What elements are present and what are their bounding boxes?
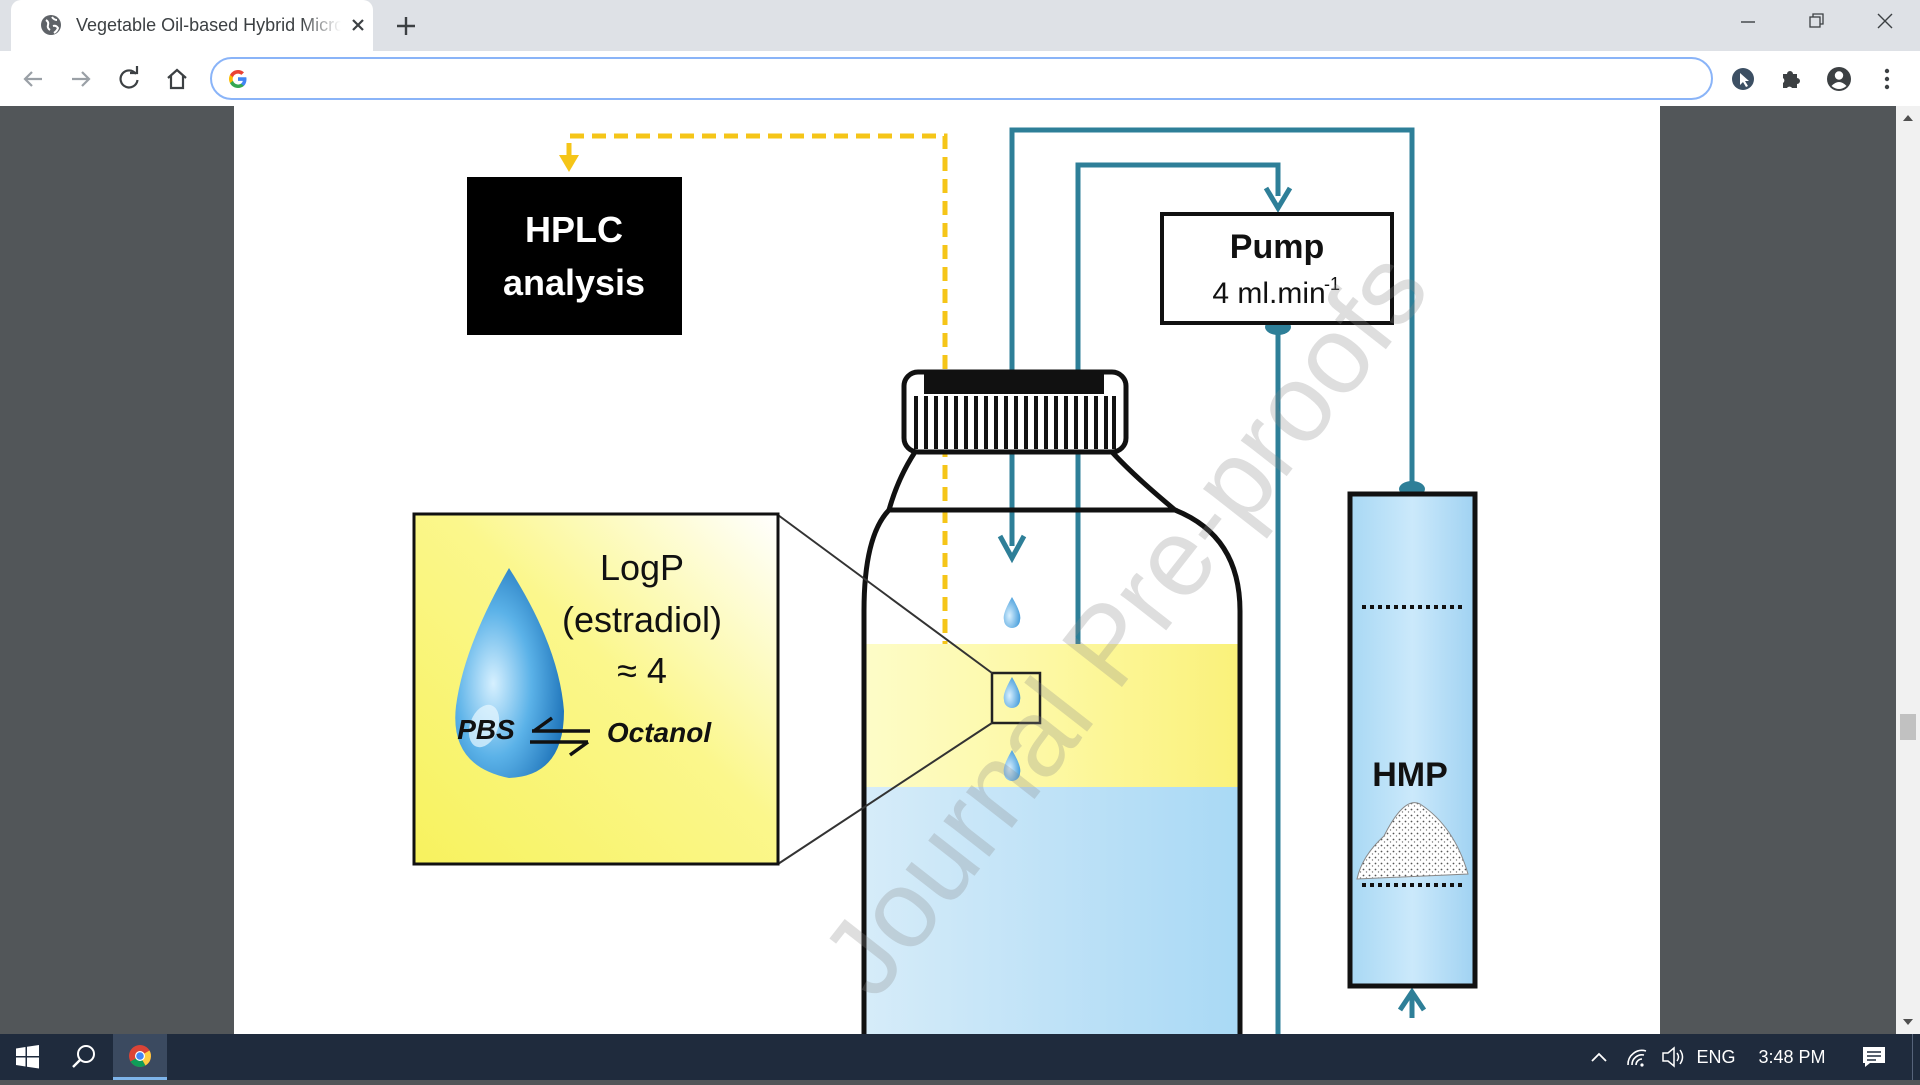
google-g-icon <box>229 70 247 88</box>
document-viewer[interactable]: HPLC analysis Pump 4 ml.min -1 <box>0 106 1896 1034</box>
column-inlet-arrow <box>1397 987 1427 1012</box>
wifi-icon[interactable] <box>1622 1034 1652 1080</box>
flow-circuit <box>1009 127 1415 1034</box>
windows-start-icon[interactable] <box>0 1034 54 1080</box>
bottle <box>861 369 1243 1034</box>
document-page: HPLC analysis Pump 4 ml.min -1 <box>234 106 1660 1034</box>
minimize-icon[interactable] <box>1720 6 1776 40</box>
drop-3 <box>1003 750 1021 781</box>
title-bar: Vegetable Oil-based Hybrid Microparticle… <box>0 0 1920 51</box>
sampling-line <box>566 133 948 699</box>
account-icon[interactable] <box>1824 64 1854 94</box>
browser-tab[interactable]: Vegetable Oil-based Hybrid Microparticle… <box>11 0 373 51</box>
pump-rate: 4 ml.min <box>1212 277 1325 310</box>
hplc-box <box>467 177 682 335</box>
pump-inlet-arrow <box>1263 186 1293 213</box>
chevron-up-icon[interactable] <box>1584 1034 1614 1080</box>
plus-icon[interactable] <box>392 12 420 40</box>
hplc-label: HPLC <box>525 209 623 250</box>
speaker-icon[interactable] <box>1658 1034 1688 1080</box>
taskbar: ENG 3:48 PM <box>0 1034 1920 1080</box>
vertical-scrollbar[interactable] <box>1896 106 1920 1034</box>
clock[interactable]: 3:48 PM <box>1758 1047 1826 1067</box>
pump-label: Pump <box>1230 228 1324 266</box>
language-indicator[interactable]: ENG <box>1696 1047 1736 1067</box>
browser-toolbar <box>0 51 1920 107</box>
experimental-setup-figure: HPLC analysis Pump 4 ml.min -1 <box>412 127 1478 1034</box>
puzzle-extensions-icon[interactable] <box>1776 64 1806 94</box>
hmp-column <box>1347 491 1478 989</box>
globe-icon <box>41 15 61 35</box>
logp-label: LogP <box>600 547 684 588</box>
hmp-label: HMP <box>1372 756 1448 794</box>
octanol-layer <box>864 644 1240 787</box>
tab-title: Vegetable Oil-based Hybrid Microparticle… <box>76 15 341 35</box>
kebab-menu-icon[interactable] <box>1872 64 1902 94</box>
restore-icon[interactable] <box>1788 6 1844 40</box>
pbs-label: PBS <box>457 714 515 745</box>
inflow-arrow <box>997 534 1027 564</box>
drop-1 <box>1003 597 1021 628</box>
back-arrow-icon[interactable] <box>18 64 48 94</box>
scroll-up-icon[interactable] <box>1896 106 1920 130</box>
pump-box <box>1160 212 1394 325</box>
equilibrium-arrows <box>530 716 590 757</box>
logp-value: ≈ 4 <box>617 650 667 691</box>
close-window-icon[interactable] <box>1856 6 1912 40</box>
chrome-taskbar-button[interactable] <box>113 1034 167 1080</box>
zoom-region <box>990 671 1042 725</box>
sampling-arrow <box>559 155 579 172</box>
cursor-extension-icon[interactable] <box>1728 64 1758 94</box>
drop-2 <box>1003 677 1021 708</box>
home-icon[interactable] <box>162 64 192 94</box>
search-icon[interactable] <box>58 1034 108 1080</box>
hplc-label-analysis: analysis <box>503 262 645 303</box>
water-layer <box>864 787 1240 1034</box>
octanol-label: Octanol <box>607 717 712 748</box>
show-desktop-button[interactable] <box>1912 1034 1920 1080</box>
close-icon[interactable] <box>347 14 369 36</box>
chrome-icon <box>129 1045 151 1067</box>
logp-estradiol: (estradiol) <box>562 599 722 640</box>
scroll-thumb[interactable] <box>1900 714 1916 740</box>
hmp-powder <box>1356 802 1469 880</box>
forward-arrow-icon[interactable] <box>66 64 96 94</box>
callout-lines <box>777 514 993 865</box>
notification-icon[interactable] <box>1856 1034 1892 1080</box>
reload-icon[interactable] <box>114 64 144 94</box>
url-input[interactable] <box>262 65 1686 93</box>
pump-rate-exponent: -1 <box>1324 274 1340 294</box>
scroll-down-icon[interactable] <box>1896 1010 1920 1034</box>
address-bar[interactable] <box>210 57 1713 100</box>
